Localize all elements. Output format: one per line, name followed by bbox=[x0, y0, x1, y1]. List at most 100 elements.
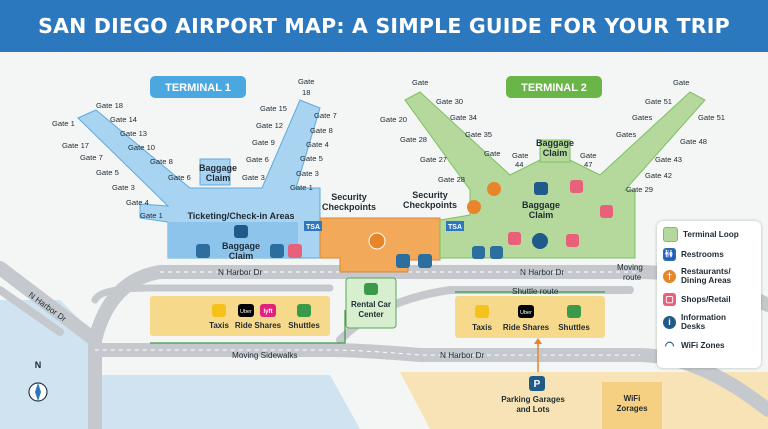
square-icon bbox=[663, 227, 678, 242]
transport-t1[interactable]: Uber lyft Taxis Ride Shares Shuttles bbox=[209, 304, 320, 330]
gate-label: Gate 8 bbox=[150, 157, 173, 166]
restroom-icon bbox=[472, 246, 485, 259]
terminal2-badge[interactable] bbox=[506, 76, 602, 98]
shuttles-label: Shuttles bbox=[288, 321, 320, 330]
gate-label: Gate bbox=[673, 78, 689, 87]
gate-label: Gate 9 bbox=[252, 138, 275, 147]
legend-item-wifi: ◠ WiFi Zones bbox=[664, 340, 725, 352]
taxis-label: Taxis bbox=[472, 323, 492, 332]
t1-baggage-top-1: Baggage bbox=[199, 163, 237, 173]
restroom-icon bbox=[490, 246, 503, 259]
restroom-icon bbox=[196, 244, 210, 258]
moving-sidewalk-line bbox=[150, 310, 346, 344]
gate-label: Gate 7 bbox=[80, 153, 103, 162]
page-title: SAN DIEGO AIRPORT MAP: A SIMPLE GUIDE FO… bbox=[38, 14, 730, 38]
gate-label: Gate bbox=[484, 149, 500, 158]
shopping-bag-icon bbox=[566, 234, 579, 247]
rental-label-1: Rental Car bbox=[351, 300, 391, 309]
shopping-bag-icon: ▢ bbox=[663, 293, 676, 306]
rental-car-zone[interactable] bbox=[345, 277, 397, 329]
terminal1-badge[interactable] bbox=[150, 76, 246, 98]
parking-label-2: and Lots bbox=[516, 405, 550, 414]
gate-label: Gate 5 bbox=[300, 154, 323, 163]
rideshares-label: Ride Shares bbox=[235, 321, 282, 330]
gate-label: Gate 5 bbox=[96, 168, 119, 177]
gate-label: Gate 51 bbox=[698, 113, 725, 122]
gate-label: Gate 3 bbox=[296, 169, 319, 178]
gate-label: 47 bbox=[584, 160, 592, 169]
gate-label: Gate 1 bbox=[52, 119, 75, 128]
shopping-bag-icon bbox=[508, 232, 521, 245]
t1-tsa-badge bbox=[304, 221, 322, 231]
shopping-bag-icon bbox=[570, 180, 583, 193]
fork-knife-icon: † bbox=[663, 269, 676, 283]
transport-t2[interactable]: Uber Taxis Ride Shares Shuttles bbox=[472, 305, 590, 332]
gate-label: Gate 3 bbox=[112, 183, 135, 192]
gate-label: Gate bbox=[412, 78, 428, 87]
wifi-icon: ◠ bbox=[664, 340, 675, 352]
fork-knife-icon bbox=[487, 182, 501, 196]
gate-label: Gate 6 bbox=[246, 155, 269, 164]
gate-label: Gate 28 bbox=[438, 175, 465, 184]
gate-label: Gate 13 bbox=[120, 129, 147, 138]
legend-item-terminal-loop: Terminal Loop bbox=[663, 227, 739, 242]
gate-label: Gate 27 bbox=[420, 155, 447, 164]
gate-label: Gate 42 bbox=[645, 171, 672, 180]
gate-label: Gate 17 bbox=[62, 141, 89, 150]
road-label-harbor-t2: N Harbor Dr bbox=[520, 268, 564, 277]
baggage-icon bbox=[234, 225, 248, 238]
t2-baggage-top-2: Claim bbox=[543, 148, 568, 158]
terminal2-gate-labels: Gate Gate 30 Gate 20 Gate 34 Gate 28 Gat… bbox=[380, 78, 725, 194]
t1-baggage-bottom-2: Claim bbox=[229, 251, 254, 261]
road-label-harbor-diag: N Harbor Dr bbox=[27, 290, 68, 323]
fork-knife-icon bbox=[467, 200, 481, 214]
gate-label: Gate 8 bbox=[310, 126, 333, 135]
shuttles-label: Shuttles bbox=[558, 323, 590, 332]
moving-route-1: Moving bbox=[617, 263, 643, 272]
bay-water bbox=[0, 300, 95, 429]
gate-label: Gate 1 bbox=[290, 183, 313, 192]
terminal1-badge-label: TERMINAL 1 bbox=[165, 82, 231, 94]
gate-label: Gate 12 bbox=[256, 121, 283, 130]
t2-baggage-top-1: Baggage bbox=[536, 138, 574, 148]
shuttle-icon bbox=[297, 304, 311, 317]
uber-icon bbox=[518, 305, 534, 318]
wifi-zone-label-1: WiFi bbox=[624, 394, 641, 403]
road-label-harbor-bottom: N Harbor Dr bbox=[440, 351, 484, 360]
shuttle-route-label: Shuttle route bbox=[512, 287, 559, 296]
rideshares-label: Ride Shares bbox=[503, 323, 550, 332]
terminal1-gate-labels: Gate 18 Gate 1 Gate 14 Gate 17 Gate 13 G… bbox=[52, 77, 337, 220]
gate-label: 44 bbox=[515, 160, 523, 169]
wifi-zone-label-2: Zorages bbox=[616, 404, 648, 413]
rental-label-2: Center bbox=[358, 310, 383, 319]
restroom-icon bbox=[418, 254, 432, 268]
uber-icon bbox=[238, 304, 254, 317]
gate-label: Gate 28 bbox=[400, 135, 427, 144]
airport-map[interactable]: TERMINAL 1 TERMINAL 2 Gate 18 Gate 1 Gat… bbox=[0, 52, 768, 429]
restroom-icon: 🚻 bbox=[663, 248, 676, 261]
compass-north: N bbox=[35, 360, 42, 370]
gate-label: Gate 30 bbox=[436, 97, 463, 106]
gate-label: Gate 18 bbox=[96, 101, 123, 110]
terminal2-badge-label: TERMINAL 2 bbox=[521, 82, 587, 94]
t2-tsa-badge bbox=[446, 221, 464, 231]
legend-item-restaurants: † Restaurants/ Dining Areas bbox=[663, 267, 731, 285]
t2-tsa-label: TSA bbox=[448, 224, 462, 231]
legend-item-shops: ▢ Shops/Retail bbox=[663, 293, 731, 306]
wifi-zone-area bbox=[602, 382, 662, 429]
gate-label: Gate 51 bbox=[645, 97, 672, 106]
parking-icon[interactable] bbox=[529, 376, 545, 391]
title-banner: SAN DIEGO AIRPORT MAP: A SIMPLE GUIDE FO… bbox=[0, 0, 768, 52]
shopping-bag-icon bbox=[600, 205, 613, 218]
gate-label: Gate 15 bbox=[260, 104, 287, 113]
terminal-2[interactable] bbox=[404, 91, 706, 259]
gate-label: Gate 35 bbox=[465, 130, 492, 139]
t1-security-1: Security bbox=[331, 192, 367, 202]
gate-label: Gate 7 bbox=[314, 111, 337, 120]
legend-item-information: i Information Desks bbox=[663, 313, 726, 331]
gate-label: Gate 6 bbox=[168, 173, 191, 182]
t2-security-1: Security bbox=[412, 190, 448, 200]
amenity-icons[interactable] bbox=[196, 180, 613, 268]
parking-ground bbox=[400, 372, 768, 429]
